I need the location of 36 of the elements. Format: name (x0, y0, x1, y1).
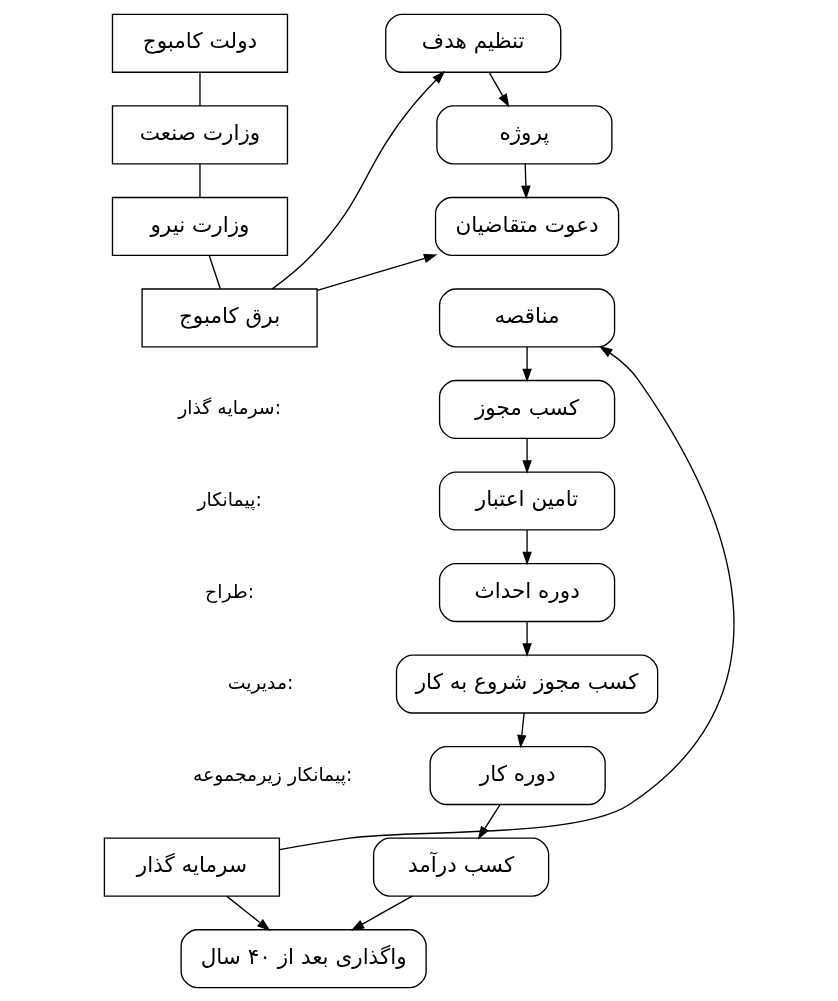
node-box: دوره کار (428, 745, 606, 805)
node-box: کسب مجوز شروع به کار (395, 653, 658, 714)
arrow (278, 345, 734, 850)
node-box: سرمایه گذار (103, 837, 280, 897)
node-box: کسب درآمد (372, 837, 549, 897)
arrow (350, 894, 413, 931)
connector (208, 254, 221, 289)
node-box: دعوت متقاضیان (434, 196, 619, 256)
node-box: دولت کامبوج (111, 13, 288, 73)
node-box: تنظیم هدف (384, 13, 561, 73)
node-box: تامین اعتبار (438, 470, 615, 531)
node-box: واگذاری بعد از ۴۰ سال (179, 928, 427, 988)
label: طراح: (204, 580, 254, 602)
node-box: پروژه (435, 104, 613, 164)
label: پیمانکار: (196, 488, 262, 510)
arrow (316, 253, 437, 291)
node-box: برق کامبوج (140, 287, 318, 348)
node-box: وزارت نیرو (111, 196, 288, 256)
arrow (520, 162, 531, 199)
arrow (521, 437, 532, 474)
label: سرمایه گذار: (177, 396, 281, 418)
arrow (516, 711, 526, 748)
node-box: کسب مجوز (438, 379, 615, 439)
arrow (521, 620, 532, 657)
node-box: مناقصه (438, 287, 615, 348)
arrow (521, 528, 532, 565)
node-box: وزارت صنعت (111, 104, 288, 164)
arrow (271, 70, 445, 290)
node-box: دوره احداث (438, 562, 615, 622)
label: پیمانکار زیرمجموعه: (192, 763, 352, 785)
connector (198, 162, 201, 198)
arrow (487, 71, 509, 107)
arrow (521, 345, 532, 382)
label: مدیریت: (227, 671, 293, 693)
arrow (225, 894, 270, 931)
connector (198, 71, 201, 106)
